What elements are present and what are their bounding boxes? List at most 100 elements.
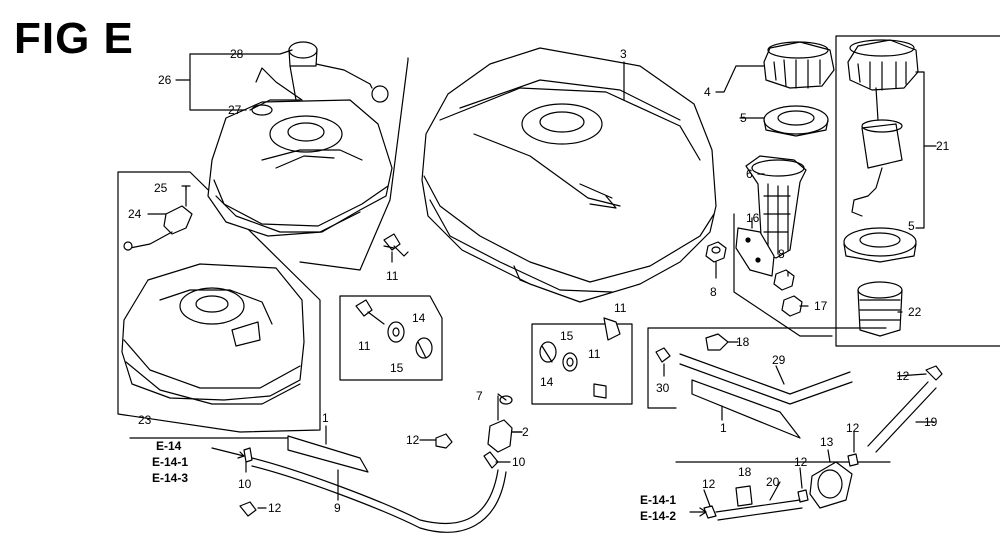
label-12-b: 12 xyxy=(268,501,282,515)
nut-8-b xyxy=(773,269,795,291)
label-11-c: 11 xyxy=(614,301,627,315)
fuel-hose-19 xyxy=(867,381,937,453)
label-13: 13 xyxy=(820,435,834,449)
frame-hose-group-right xyxy=(647,327,887,409)
washer-15-a xyxy=(387,321,405,343)
label-5-a: 5 xyxy=(740,111,747,125)
ref-e14-2: E-14-2 xyxy=(640,509,676,523)
label-12-f: 12 xyxy=(702,477,716,491)
label-20: 20 xyxy=(766,475,780,489)
label-11-b: 11 xyxy=(358,339,371,353)
label-30: 30 xyxy=(656,381,670,395)
label-17: 17 xyxy=(814,299,828,313)
ref-e14-1-right: E-14-1 xyxy=(640,493,676,507)
label-11-a: 11 xyxy=(386,269,399,283)
grommet-14-a xyxy=(415,337,433,359)
bolt-12-b xyxy=(239,501,257,517)
fuel-filter-13 xyxy=(809,461,853,509)
frame-washer-group-2 xyxy=(531,323,633,405)
label-7: 7 xyxy=(476,389,483,403)
fuel-filler-cap-21 xyxy=(847,39,919,217)
clip-30 xyxy=(655,347,671,363)
label-18-b: 18 xyxy=(738,465,752,479)
frame-left-group xyxy=(117,171,321,433)
label-15-a: 15 xyxy=(390,361,404,375)
label-12-d: 12 xyxy=(846,421,860,435)
ref-e14-3: E-14-3 xyxy=(152,471,188,485)
fuel-filler-cap-4 xyxy=(763,41,835,89)
label-6: 6 xyxy=(746,167,753,181)
cross-references: E-14 E-14-1 E-14-3 E-14-1 E-14-2 xyxy=(152,439,676,523)
label-5-b: 5 xyxy=(908,219,915,233)
label-18-a: 18 xyxy=(736,335,750,349)
bolt-11-d xyxy=(593,383,607,399)
bolt-12-c xyxy=(925,365,943,381)
label-4: 4 xyxy=(704,85,711,99)
fuel-hose-1-a xyxy=(287,435,369,473)
label-10-b: 10 xyxy=(238,477,252,491)
fitting-18-b xyxy=(735,485,753,507)
label-11-d: 11 xyxy=(588,347,601,361)
label-19: 19 xyxy=(924,415,938,429)
label-10-a: 10 xyxy=(512,455,526,469)
label-29: 29 xyxy=(772,353,786,367)
label-14-b: 14 xyxy=(540,375,554,389)
part-labels: 28 26 27 3 4 5 6 21 5 22 25 24 11 16 8 8… xyxy=(128,47,950,515)
fitting-18-a xyxy=(705,333,729,351)
fuel-valve-2 xyxy=(487,395,523,453)
figure-title: FIG E xyxy=(14,14,134,63)
fuel-hose-20 xyxy=(715,499,803,521)
frame-bracket-group xyxy=(733,213,833,337)
label-24: 24 xyxy=(128,207,142,221)
label-3: 3 xyxy=(620,47,627,61)
bolt-17 xyxy=(781,295,803,317)
label-12-a: 12 xyxy=(406,433,420,447)
fuel-tank-small-left xyxy=(121,263,305,405)
label-25: 25 xyxy=(154,181,168,195)
fuel-gauge-assembly xyxy=(288,41,389,103)
label-1-b: 1 xyxy=(720,421,727,435)
fuel-hose-1-b xyxy=(691,379,801,439)
label-23: 23 xyxy=(138,413,152,427)
washer-15-b xyxy=(562,352,578,372)
label-12-e: 12 xyxy=(794,455,808,469)
frame-washer-group xyxy=(339,295,443,381)
label-12-c: 12 xyxy=(896,369,910,383)
cap-gasket-5b xyxy=(843,227,917,263)
ref-e14-1-left: E-14-1 xyxy=(152,455,188,469)
bolt-11-c xyxy=(603,317,621,341)
fuel-tank-large xyxy=(421,47,717,303)
fuel-hose-29 xyxy=(679,353,853,405)
grommet-14-b xyxy=(539,341,557,363)
fuel-strainer-6 xyxy=(745,155,807,259)
nut-8-a xyxy=(705,241,727,263)
cap-gasket-5 xyxy=(763,105,829,137)
bolt-12-a xyxy=(435,433,453,449)
strainer-screen-22 xyxy=(857,281,903,337)
label-21: 21 xyxy=(936,139,950,153)
frame-cap-group xyxy=(835,35,1000,347)
label-8-b: 8 xyxy=(710,285,717,299)
ref-e14: E-14 xyxy=(156,439,182,453)
clip-12-f xyxy=(703,505,717,519)
label-28: 28 xyxy=(230,47,244,61)
label-27: 27 xyxy=(228,103,242,117)
hose-clip-10-b xyxy=(243,447,253,463)
label-16: 16 xyxy=(746,211,760,225)
clip-12-e xyxy=(797,489,809,503)
frame-top-left xyxy=(299,57,409,271)
label-8-a: 8 xyxy=(778,247,785,261)
fuel-tank-small-top xyxy=(207,99,393,237)
strainer-plate-16 xyxy=(735,227,775,277)
fuel-hose-9 xyxy=(251,457,507,533)
label-22: 22 xyxy=(908,305,922,319)
label-1-a: 1 xyxy=(322,411,329,425)
label-2: 2 xyxy=(522,425,529,439)
clip-12-d xyxy=(847,453,859,467)
hose-clip-10-a xyxy=(483,451,499,469)
label-26: 26 xyxy=(158,73,172,87)
bolt-11-a xyxy=(383,233,409,257)
bolt-11-b xyxy=(355,299,385,325)
